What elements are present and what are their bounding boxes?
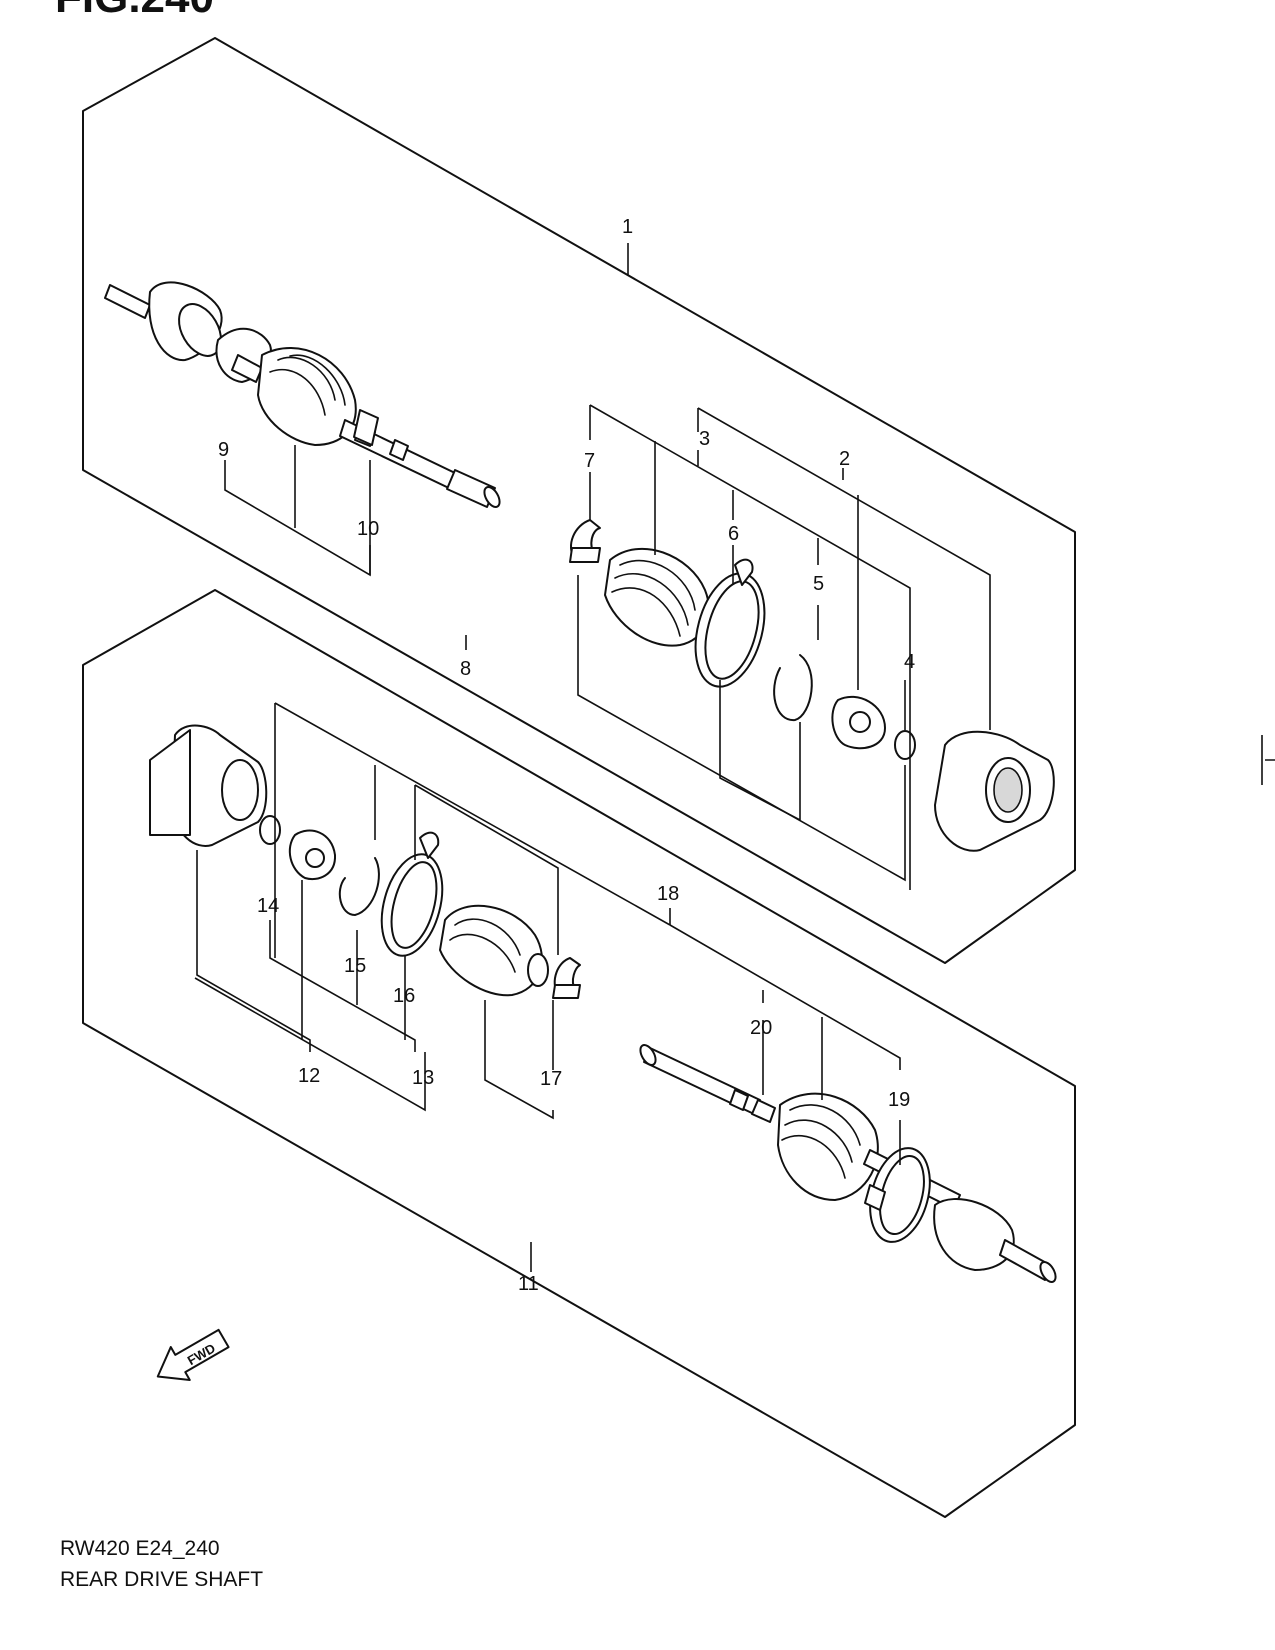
callout-8: 8 bbox=[460, 658, 471, 680]
lower-drive-shaft bbox=[639, 1044, 1057, 1283]
callout-9: 9 bbox=[218, 439, 229, 461]
callout-15: 15 bbox=[344, 955, 366, 977]
callout-5: 5 bbox=[813, 573, 824, 595]
snap-ring-5 bbox=[773, 654, 813, 722]
circlip-4 bbox=[894, 730, 916, 760]
lower-assembly-frame bbox=[82, 589, 1076, 1518]
callout-4: 4 bbox=[904, 651, 915, 673]
upper-loose-parts bbox=[569, 519, 1055, 852]
edge-tick bbox=[1261, 735, 1275, 785]
callout-19: 19 bbox=[888, 1089, 910, 1111]
callout-12: 12 bbox=[298, 1065, 320, 1087]
callout-3: 3 bbox=[699, 428, 710, 450]
footer-title: REAR DRIVE SHAFT bbox=[60, 1568, 264, 1591]
fwd-arrow-icon: FWD bbox=[156, 1328, 230, 1381]
figure-heading: FIG.240 bbox=[55, 0, 214, 22]
callout-2: 2 bbox=[839, 448, 850, 470]
boot-17a bbox=[439, 904, 543, 997]
snap-ring-15 bbox=[338, 857, 380, 916]
upper-assembly-frame bbox=[82, 37, 1076, 964]
lower-loose-parts bbox=[149, 724, 581, 999]
upper-drive-shaft bbox=[104, 281, 501, 508]
leader-lines bbox=[194, 243, 991, 1272]
callout-20: 20 bbox=[750, 1017, 772, 1039]
footer-code: RW420 E24_240 bbox=[60, 1537, 220, 1560]
callout-labels: 1 2 3 4 5 6 7 8 9 10 11 12 13 14 15 16 1… bbox=[218, 216, 915, 1295]
callout-1: 1 bbox=[622, 216, 633, 238]
callout-14: 14 bbox=[257, 895, 279, 917]
callout-6: 6 bbox=[728, 523, 739, 545]
callout-16: 16 bbox=[393, 985, 415, 1007]
callout-10: 10 bbox=[357, 518, 379, 540]
callout-13: 13 bbox=[412, 1067, 434, 1089]
callout-18: 18 bbox=[657, 883, 679, 905]
callout-11: 11 bbox=[518, 1273, 539, 1295]
callout-7: 7 bbox=[584, 450, 595, 472]
callout-17: 17 bbox=[540, 1068, 562, 1090]
circlip-14 bbox=[259, 815, 281, 845]
